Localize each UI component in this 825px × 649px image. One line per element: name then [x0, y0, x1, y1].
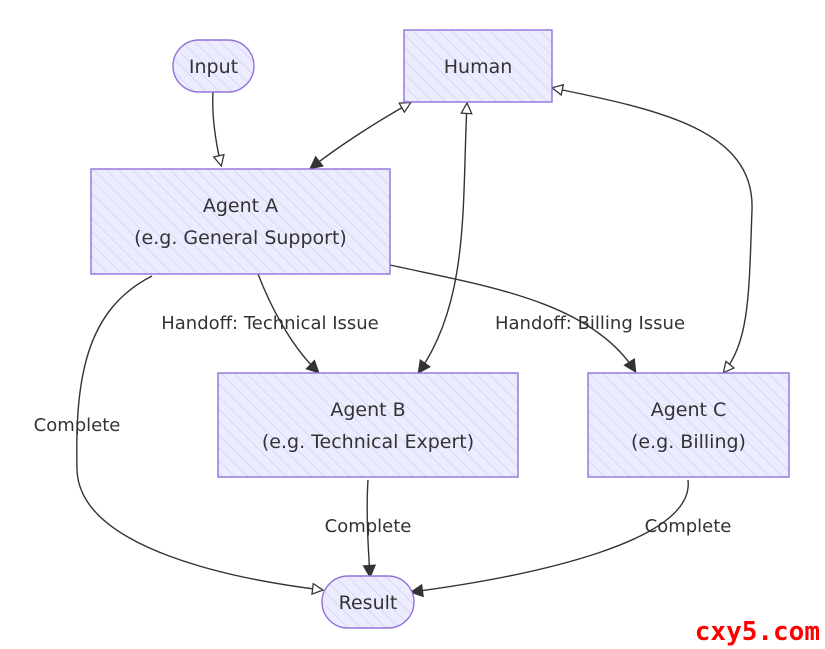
edge-label-complete-c: Complete [645, 516, 732, 537]
node-agent-a: Agent A (e.g. General Support) [90, 168, 391, 275]
node-input: Input [172, 39, 255, 93]
edges [76, 88, 753, 592]
node-agent-b: Agent B (e.g. Technical Expert) [217, 372, 519, 478]
edge-input-to-agent-a [212, 91, 221, 165]
edge-agent-c-to-result [412, 479, 689, 592]
edge-label-handoff-technical: Handoff: Technical Issue [161, 313, 379, 334]
edge-label-complete-b: Complete [325, 516, 412, 537]
node-agent-c-subtitle: (e.g. Billing) [631, 431, 746, 453]
edge-agent-a-to-agent-b [257, 273, 318, 372]
node-agent-a-subtitle: (e.g. General Support) [134, 227, 347, 249]
node-input-label: Input [189, 56, 238, 78]
edge-labels: Handoff: Technical Issue Handoff: Billin… [34, 313, 732, 537]
node-agent-b-subtitle: (e.g. Technical Expert) [262, 431, 474, 453]
edge-agent-a-to-agent-c [389, 264, 635, 371]
node-agent-a-title: Agent A [203, 195, 278, 217]
edge-label-handoff-billing: Handoff: Billing Issue [495, 313, 685, 334]
edge-label-complete-a: Complete [34, 415, 121, 436]
edge-human-agent-b [419, 104, 467, 372]
edge-agent-b-to-result [367, 479, 370, 576]
node-human: Human [403, 29, 553, 103]
watermark-text: cxy5.com [695, 617, 820, 647]
node-result: Result [321, 575, 415, 629]
edge-human-agent-c [553, 88, 753, 372]
node-result-label: Result [339, 592, 398, 614]
node-agent-c: Agent C (e.g. Billing) [587, 372, 790, 478]
edge-agent-a-to-result [76, 275, 322, 590]
node-agent-b-title: Agent B [330, 399, 405, 421]
edge-agent-a-human [311, 103, 410, 168]
node-agent-c-title: Agent C [651, 399, 727, 421]
node-human-label: Human [444, 56, 513, 78]
